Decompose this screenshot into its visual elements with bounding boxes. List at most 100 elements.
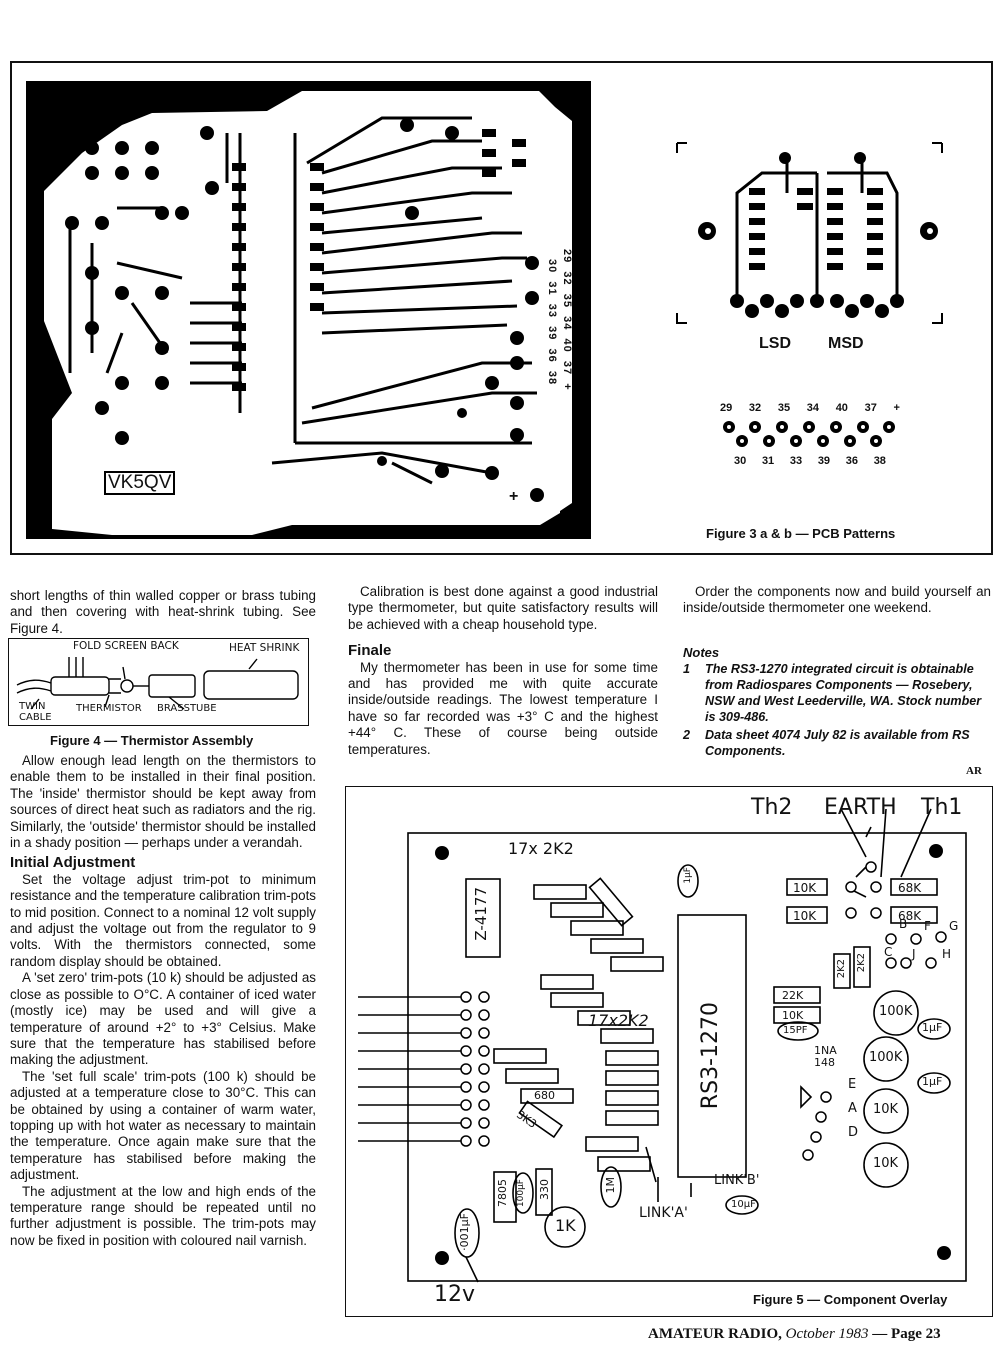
pot-100k-a: 100K: [879, 1004, 913, 1019]
board-pin-29: 29: [561, 249, 573, 264]
pin-c: C: [884, 945, 893, 959]
pin-g: G: [949, 919, 959, 933]
res-330: 330: [538, 1179, 551, 1200]
pin-j: J: [912, 947, 916, 961]
initial-adjustment-heading: Initial Adjustment: [10, 854, 136, 872]
pin-30: 30: [734, 455, 747, 467]
res-68k-a: 68K: [898, 881, 922, 895]
cap-1uf-a: 1µF: [922, 1021, 943, 1034]
res-680: 680: [534, 1089, 555, 1102]
issue-date: October 1983: [785, 1326, 869, 1342]
page-number: — Page 23: [872, 1326, 941, 1342]
magazine-name: AMATEUR RADIO,: [648, 1326, 782, 1342]
cap-100uf: 100µF: [516, 1179, 526, 1208]
pin-d: D: [848, 1125, 859, 1140]
pin-plus: +: [893, 402, 900, 414]
figure-4-caption: Figure 4 — Thermistor Assembly: [50, 733, 254, 748]
board-pin-33: 33: [546, 303, 558, 318]
cap-15pf: 15PF: [783, 1025, 808, 1036]
ic-rs3-1270-label: RS3-1270: [698, 1002, 723, 1110]
board-pin-labels-a: 29 32 35 34 40 37 +: [561, 249, 573, 391]
figure-4-frame: FOLD SCREEN BACK HEAT SHRINK TWIN CABLE …: [8, 638, 309, 726]
notes-heading: Notes: [683, 645, 720, 660]
fig4-label-twin: TWIN: [19, 701, 46, 712]
board-pin-38: 38: [546, 370, 558, 386]
board-pin-34: 34: [561, 316, 573, 331]
fig4-label-heat: HEAT SHRINK: [229, 642, 300, 654]
col1-intro: short lengths of thin walled copper or b…: [10, 588, 316, 636]
board-plus-marker: +: [509, 488, 519, 505]
pin-32: 32: [748, 402, 762, 414]
res-2k2-b: 2K2: [856, 953, 867, 973]
col3-paragraph-1: Order the components now and build yours…: [683, 584, 991, 616]
pin-38: 38: [873, 455, 886, 467]
figure-5-caption: Figure 5 — Component Overlay: [753, 1292, 948, 1307]
ic-z4177-label: Z-4177: [472, 887, 490, 941]
board-pin-39: 39: [546, 326, 558, 341]
note-2-text: Data sheet 4074 July 82 is available fro…: [705, 728, 970, 758]
board-pin-36: 36: [546, 348, 558, 363]
th1-label: Th1: [921, 795, 963, 820]
page-footer: AMATEUR RADIO, October 1983 — Page 23: [648, 1326, 941, 1343]
fig4-label-thermistor: THERMISTOR: [76, 703, 142, 714]
resistor-array-label-2: 17x2K2: [588, 1011, 649, 1030]
board-pin-30: 30: [546, 259, 558, 274]
pin-36: 36: [845, 455, 858, 467]
board-pin-35: 35: [561, 293, 573, 308]
cap-1uf-b: 1µF: [922, 1075, 943, 1088]
cap-001uf: ·001µF: [458, 1213, 471, 1251]
th2-label: Th2: [751, 795, 793, 820]
thermistor-assembly-diagram: [16, 657, 299, 710]
col1-paragraph-2: Set the voltage adjust trim-pot to minim…: [10, 871, 316, 969]
link-b: LINK'B': [714, 1173, 760, 1188]
res-1m: 1M: [604, 1177, 617, 1194]
finale-heading: Finale: [348, 642, 392, 660]
pin-31: 31: [761, 455, 775, 467]
col2-paragraph-2: My thermometer has been in use for some …: [348, 659, 658, 757]
board-pin-plus: +: [561, 383, 573, 391]
res-10k-a: 10K: [793, 881, 817, 895]
note-2: 2 Data sheet 4074 July 82 is available f…: [683, 727, 989, 759]
pin-33: 33: [789, 455, 803, 467]
end-mark: AR: [966, 765, 982, 777]
col1-body: Allow enough lead length on the thermist…: [10, 753, 316, 1249]
diode-label: 1NA 148: [814, 1044, 837, 1069]
pin-40: 40: [835, 402, 848, 414]
pin-row-bottom-labels: 30 31 33 39 36 38: [734, 455, 886, 467]
res-10k-b: 10K: [793, 909, 817, 923]
pin-b: B: [899, 917, 908, 931]
board-pin-labels-b: 30 31 33 39 36 38: [546, 259, 558, 385]
board-pin-40: 40: [561, 338, 573, 353]
display-pcb-pattern: [676, 142, 943, 324]
col3-body: Order the components now and build yours…: [683, 584, 991, 617]
fig4-label-cable: CABLE: [19, 712, 52, 723]
col1-paragraph-3: A 'set zero' trim-pots (10 k) should be …: [10, 970, 316, 1068]
resistor-array-label-1: 17x 2K2: [508, 839, 574, 858]
pin-35: 35: [777, 402, 791, 414]
note-1-text: The RS3-1270 integrated circuit is obtai…: [705, 662, 982, 724]
pin-h: H: [942, 947, 952, 961]
res-2k2-a: 2K2: [836, 959, 847, 979]
pin-e: E: [848, 1077, 857, 1092]
res-22k: 22K: [782, 989, 804, 1002]
fig4-label-fold: FOLD SCREEN BACK: [73, 640, 179, 652]
supply-12v: 12v: [434, 1282, 476, 1307]
pin-row-top-labels: 29 32 35 34 40 37 +: [720, 402, 900, 414]
pin-row-pads: [723, 421, 895, 447]
pin-39: 39: [817, 455, 831, 467]
figure-3-caption: Figure 3 a & b — PCB Patterns: [706, 526, 896, 541]
earth-label: EARTH: [824, 795, 897, 820]
pcb-pattern-diagram: [26, 81, 591, 539]
cap-10uf: 10µF: [731, 1199, 756, 1210]
regulator-7805: 7805: [496, 1179, 509, 1207]
figure-5-frame: Th2 EARTH Th1 17x 2K2 17x2K2 Z-4177 RS3-…: [345, 786, 993, 1317]
board-label: VK5QV: [104, 471, 176, 495]
figure-3-frame: VK5QV 29 32 35 34 40 37 + 30 31 33 39 36…: [10, 61, 993, 555]
msd-label: MSD: [828, 335, 864, 352]
note-1: 1 The RS3-1270 integrated circuit is obt…: [683, 661, 989, 725]
note-2-number: 2: [683, 728, 691, 742]
col2-paragraph-1: Calibration is best done against a good …: [348, 584, 658, 632]
pot-100k-b: 100K: [869, 1050, 903, 1065]
res-68k-b: 68K: [898, 909, 922, 923]
col1-paragraph-1: Allow enough lead length on the thermist…: [10, 753, 316, 851]
